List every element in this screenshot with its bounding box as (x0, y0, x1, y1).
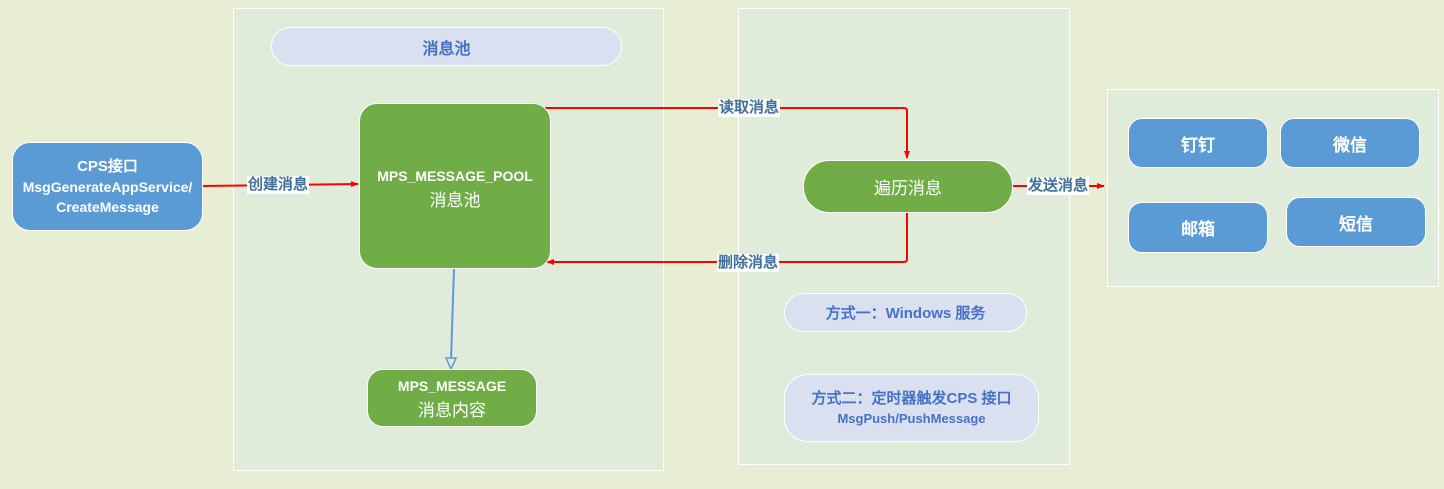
cps-interface-node[interactable]: CPS接口 MsgGenerateAppService/ CreateMessa… (12, 142, 203, 231)
create-edge-label: 创建消息 (247, 176, 310, 194)
message-pool-node[interactable]: MPS_MESSAGE_POOL 消息池 (359, 103, 551, 269)
message-content-node[interactable]: MPS_MESSAGE 消息内容 (367, 369, 537, 427)
delete-edge-label: 删除消息 (717, 254, 780, 272)
message-pool-label: 消息池 (429, 191, 481, 210)
traverse-messages-label: 遍历消息 (874, 179, 942, 198)
method-two-pill: 方式二：定时器触发CPS 接口 MsgPush/PushMessage (784, 374, 1039, 442)
pool-panel-title-text: 消息池 (422, 40, 471, 58)
method-two-title: 方式二：定时器触发CPS 接口 (811, 390, 1012, 407)
channel-email-label: 邮箱 (1181, 220, 1215, 239)
method-two-endpoint: MsgPush/PushMessage (837, 411, 986, 426)
pool-panel-title: 消息池 (271, 27, 622, 66)
traverse-messages-node[interactable]: 遍历消息 (803, 160, 1013, 213)
read-edge-label: 读取消息 (718, 99, 781, 117)
message-pool-table: MPS_MESSAGE_POOL (377, 168, 533, 184)
channel-sms[interactable]: 短信 (1286, 197, 1426, 247)
channel-sms-label: 短信 (1339, 214, 1373, 234)
channel-dingtalk-label: 钉钉 (1181, 135, 1215, 155)
cps-interface-method: CreateMessage (56, 198, 159, 215)
channel-wechat[interactable]: 微信 (1280, 118, 1420, 168)
method-one-text: 方式一：Windows 服务 (825, 305, 986, 322)
channel-wechat-label: 微信 (1333, 135, 1367, 155)
cps-interface-service: MsgGenerateAppService/ (22, 178, 193, 195)
message-content-table: MPS_MESSAGE (397, 377, 507, 394)
cps-interface-title: CPS接口 (77, 157, 138, 175)
method-one-pill: 方式一：Windows 服务 (784, 293, 1027, 332)
message-content-label: 消息内容 (418, 400, 486, 420)
send-edge-label: 发送消息 (1027, 177, 1090, 195)
channel-dingtalk[interactable]: 钉钉 (1128, 118, 1268, 168)
channel-email[interactable]: 邮箱 (1128, 202, 1268, 253)
